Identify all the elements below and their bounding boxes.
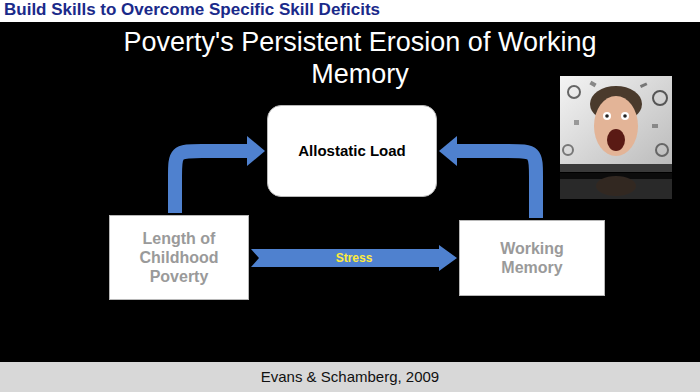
face — [594, 96, 638, 156]
block-arrow — [251, 245, 457, 271]
screaming-man-photo — [560, 76, 672, 172]
debris — [574, 120, 579, 125]
debris — [640, 82, 648, 88]
gear — [653, 91, 667, 105]
eye — [603, 112, 611, 120]
photo-reflection — [560, 173, 672, 199]
box-text: Working Memory — [482, 239, 582, 277]
slide-title: Poverty's Persistent Erosion of Working … — [90, 26, 630, 91]
edge-label: Stress — [333, 251, 376, 265]
reflection-face — [596, 176, 636, 196]
bent-arrow — [457, 151, 536, 218]
mouth — [607, 129, 625, 151]
debris — [652, 124, 658, 128]
bent-arrow — [175, 151, 247, 213]
photo-frame — [560, 76, 672, 172]
eye — [621, 112, 629, 120]
slide-heading: Build Skills to Overcome Specific Skill … — [4, 0, 380, 20]
box-text: Length of Childhood Poverty — [120, 229, 238, 287]
citation-caption: Evans & Schamberg, 2009 — [0, 362, 700, 392]
debris — [589, 81, 596, 87]
rounded-box: Allostatic Load — [267, 105, 437, 197]
box-text: Allostatic Load — [298, 142, 406, 160]
concept-box: Length of Childhood Poverty — [109, 215, 249, 300]
reflection-frame — [560, 173, 672, 199]
gear — [568, 86, 580, 98]
gear — [656, 144, 668, 156]
pupil — [605, 114, 609, 118]
concept-box: Working Memory — [459, 220, 605, 296]
pupil — [623, 114, 627, 118]
gear — [563, 145, 573, 155]
shirt — [560, 164, 672, 172]
